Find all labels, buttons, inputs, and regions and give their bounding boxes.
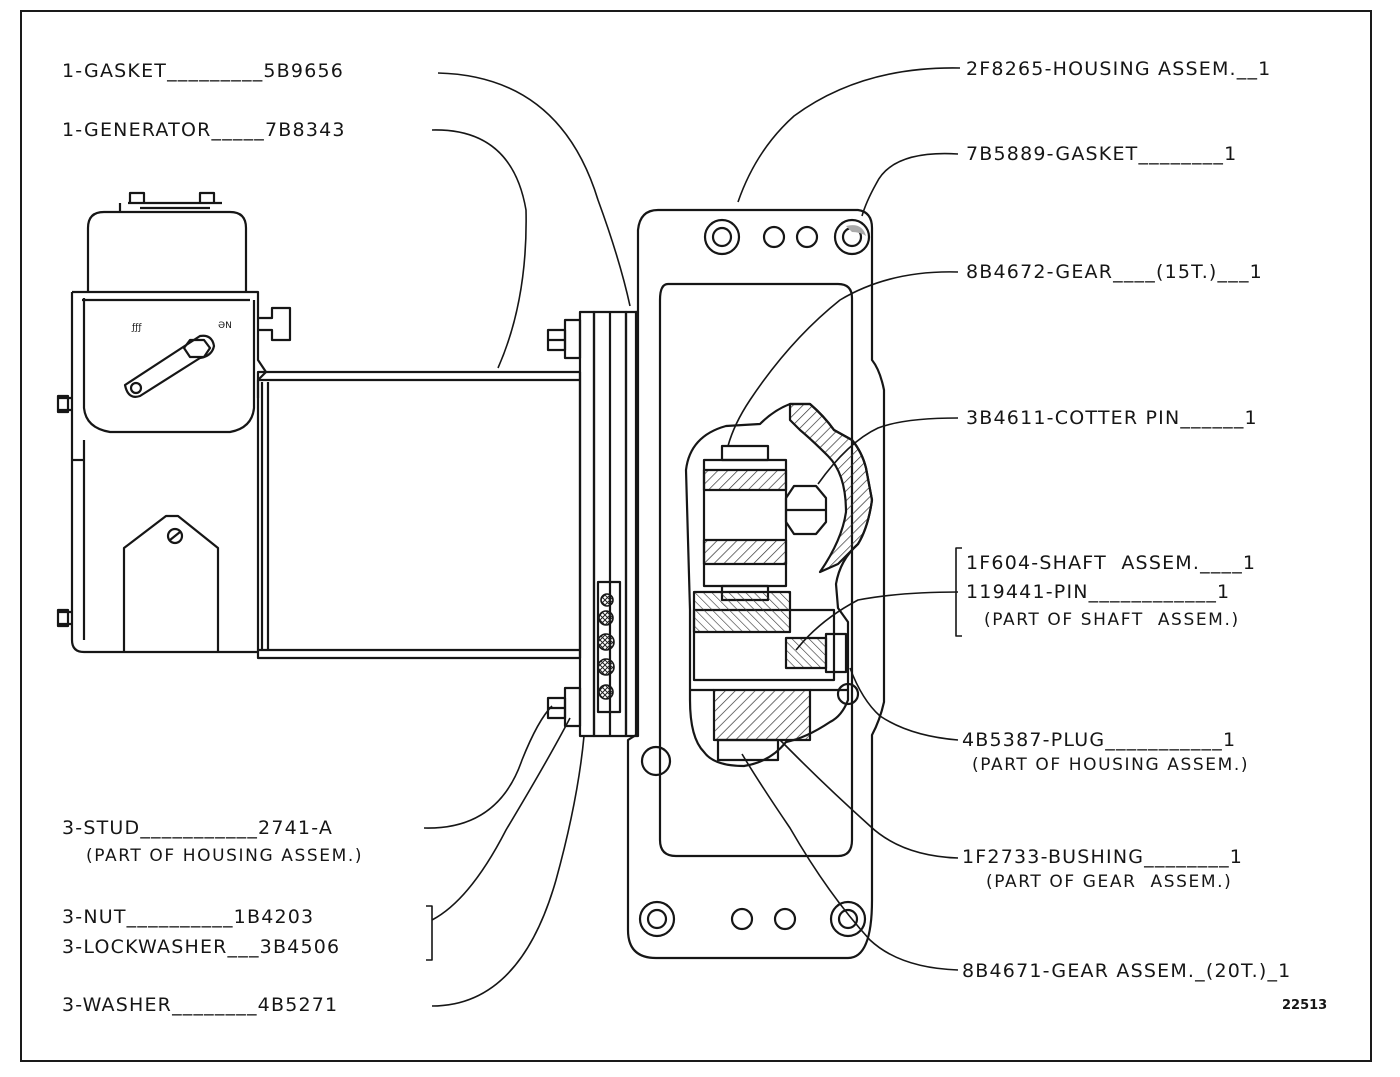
callout-plug-note: (PART OF HOUSING ASSEM.) [972, 755, 1250, 775]
callout-shaft: 1F604-SHAFT ASSEM.____1 [966, 552, 1257, 574]
gear-cutaway [684, 402, 874, 768]
callout-generator: 1-GENERATOR_____7B8343 [62, 119, 346, 141]
callout-washer: 3-WASHER________4B5271 [62, 994, 339, 1016]
generator-body: ƒƒƒ ƏN [56, 191, 582, 660]
callout-bushing-note: (PART OF GEAR ASSEM.) [986, 872, 1233, 892]
flange-adapter [546, 310, 640, 738]
callout-gasket-left: 1-GASKET_________5B9656 [62, 60, 345, 82]
callout-cotter-pin: 3B4611-COTTER PIN______1 [966, 407, 1258, 429]
svg-text:ƒƒƒ: ƒƒƒ [131, 323, 142, 333]
callout-braces [426, 547, 962, 961]
callout-nut: 3-NUT__________1B4203 [62, 906, 315, 928]
callout-pin-note: (PART OF SHAFT ASSEM.) [984, 610, 1240, 630]
svg-text:ƏN: ƏN [218, 321, 232, 331]
callout-lockwasher: 3-LOCKWASHER___3B4506 [62, 936, 341, 958]
callout-housing: 2F8265-HOUSING ASSEM.__1 [966, 58, 1272, 80]
housing-assembly [626, 208, 886, 960]
figure-number: 22513 [1282, 998, 1328, 1013]
callout-bushing: 1F2733-BUSHING________1 [962, 846, 1244, 868]
drawing-border [20, 10, 1372, 1062]
callout-gear-assem-20t: 8B4671-GEAR ASSEM._(20T.)_1 [962, 960, 1292, 982]
leader-lines [423, 67, 961, 1007]
callout-gasket-right: 7B5889-GASKET________1 [966, 143, 1238, 165]
callout-gear-15t: 8B4672-GEAR____(15T.)___1 [966, 261, 1263, 283]
oil-holes [597, 593, 615, 700]
callout-stud-note: (PART OF HOUSING ASSEM.) [86, 846, 364, 866]
callout-pin: 119441-PIN____________1 [966, 581, 1231, 603]
callout-plug: 4B5387-PLUG___________1 [962, 729, 1237, 751]
callout-stud: 3-STUD___________2741-A [62, 817, 334, 839]
